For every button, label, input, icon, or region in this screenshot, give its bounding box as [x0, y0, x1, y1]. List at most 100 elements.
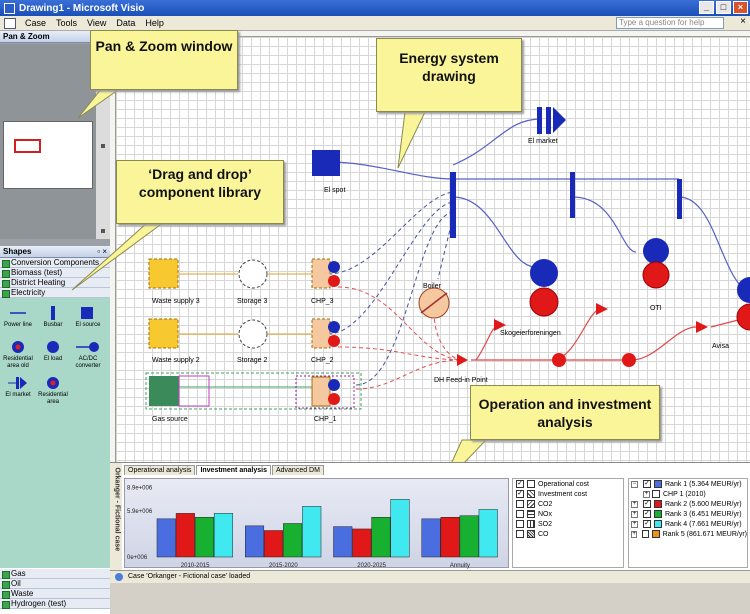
- shapes-pane-controls[interactable]: ▫ ×: [97, 247, 107, 256]
- skogeier-heat-arrow: [494, 319, 506, 331]
- close-document-icon[interactable]: ×: [740, 16, 746, 27]
- menu-view[interactable]: View: [87, 18, 107, 28]
- bar-3-2020-2025: [371, 517, 391, 558]
- bar-2-2010-2015: [175, 513, 195, 558]
- chp2-el-dash: [327, 201, 454, 335]
- close-button[interactable]: ×: [733, 1, 748, 14]
- expand-icon[interactable]: +: [631, 520, 638, 528]
- legend-swatch: [654, 510, 662, 518]
- pan-zoom-window[interactable]: [0, 44, 96, 239]
- shape-power-line[interactable]: Power line: [3, 306, 33, 329]
- stencil-gas[interactable]: Gas: [0, 569, 110, 579]
- rank-1-row[interactable]: −✓Rank 1 (5.364 MEUR/yr): [631, 480, 742, 488]
- checkbox[interactable]: ✓: [643, 500, 651, 508]
- line-to-skogeier: [452, 196, 537, 268]
- expand-icon[interactable]: +: [643, 490, 650, 498]
- shape-el-load[interactable]: El load: [38, 340, 68, 363]
- checkbox[interactable]: [516, 530, 524, 538]
- tab-advanced-dm[interactable]: Advanced DM: [271, 465, 324, 475]
- rank-2-row[interactable]: +✓Rank 2 (5.600 MEUR/yr): [631, 500, 742, 508]
- checkbox[interactable]: ✓: [643, 520, 651, 528]
- checkbox[interactable]: [516, 510, 524, 518]
- menu-bar: Case Tools View Data Help Type a questio…: [0, 16, 750, 31]
- legend-operational-cost[interactable]: ✓Operational cost: [516, 480, 589, 488]
- y-tick-label: 8.9e+006: [127, 486, 153, 492]
- checkbox[interactable]: ✓: [643, 510, 651, 518]
- label-boiler: Boiler: [423, 283, 441, 290]
- x-tick-label: 2015-2020: [269, 563, 298, 569]
- shape-el-source[interactable]: El source: [73, 306, 103, 329]
- maximize-button[interactable]: □: [716, 1, 731, 14]
- tab-operational-analysis[interactable]: Operational analysis: [124, 465, 196, 475]
- checkbox[interactable]: ✓: [643, 480, 651, 488]
- case-side-label: Orkanger - Fictional case: [110, 463, 122, 571]
- shapes-pane: Shapes ▫ × Conversion Components Biomass…: [0, 246, 110, 614]
- stencil-hydrogen[interactable]: Hydrogen (test): [0, 599, 110, 609]
- power-line-icon: [3, 306, 33, 320]
- legend-swatch: [527, 530, 535, 538]
- analysis-panel: Orkanger - Fictional case Operational an…: [110, 462, 750, 571]
- stencil-waste[interactable]: Waste: [0, 589, 110, 599]
- stencil-conversion[interactable]: Conversion Components: [0, 258, 110, 268]
- expand-icon[interactable]: +: [631, 500, 638, 508]
- el-source-icon: [73, 306, 103, 320]
- bar-4-2015-2020: [302, 506, 322, 558]
- stencil-oil[interactable]: Oil: [0, 579, 110, 589]
- shape-residential-area[interactable]: Residential area: [38, 376, 68, 406]
- shape-residential-old[interactable]: Residential area old: [3, 340, 33, 370]
- label-oti: OTI: [650, 305, 662, 312]
- tab-investment-analysis[interactable]: Investment analysis: [196, 465, 271, 475]
- stencil-district-heating[interactable]: District Heating: [0, 278, 110, 288]
- el-spot-node: [312, 150, 340, 176]
- legend-swatch: [652, 490, 660, 498]
- rank-5-row[interactable]: +Rank 5 (861.671 MEUR/yr): [631, 530, 747, 538]
- zoom-thumb[interactable]: [101, 144, 105, 148]
- shape-acdc-converter[interactable]: AC/DC converter: [73, 340, 103, 370]
- checkbox[interactable]: ✓: [516, 490, 524, 498]
- zoom-out-icon[interactable]: [101, 229, 105, 233]
- storage-2-node: [238, 319, 268, 349]
- status-bar: Case 'Orkanger - Fictional case' loaded: [110, 570, 750, 583]
- checkbox[interactable]: [642, 530, 650, 538]
- bar-2-annuity: [440, 517, 460, 558]
- checkbox[interactable]: [516, 520, 524, 528]
- legend-co[interactable]: CO: [513, 529, 623, 539]
- el-load-icon: [38, 340, 68, 354]
- label-chp-1: CHP_1: [314, 416, 337, 423]
- shape-el-market[interactable]: El market: [3, 376, 33, 399]
- expand-icon[interactable]: +: [631, 530, 638, 538]
- help-search-input[interactable]: Type a question for help: [616, 17, 724, 29]
- menu-case[interactable]: Case: [25, 18, 47, 28]
- menu-help[interactable]: Help: [145, 18, 164, 28]
- menu-data[interactable]: Data: [116, 18, 136, 28]
- expand-icon[interactable]: +: [631, 510, 638, 518]
- chp1-row[interactable]: +CHP 1 (2010): [643, 490, 706, 498]
- y-tick-label: 5.9e+006: [127, 509, 153, 515]
- checkbox[interactable]: ✓: [516, 480, 524, 488]
- label-chp-2: CHP_2: [311, 357, 334, 364]
- legend-nox[interactable]: NOx: [513, 509, 623, 519]
- collapse-icon[interactable]: −: [631, 480, 638, 488]
- document-icon: [4, 17, 16, 29]
- view-frame[interactable]: [14, 139, 41, 153]
- x-tick-label: Annuity: [450, 563, 470, 569]
- stencil-biomass[interactable]: Biomass (test): [0, 268, 110, 278]
- busbar-3: [677, 179, 682, 219]
- label-storage-3: Storage 3: [237, 298, 268, 305]
- shape-busbar[interactable]: Busbar: [38, 306, 68, 329]
- minimize-button[interactable]: _: [699, 1, 714, 14]
- pan-zoom-thumbnail[interactable]: [3, 121, 93, 189]
- stencil-electricity[interactable]: Electricity: [0, 288, 110, 298]
- legend-co2[interactable]: CO2: [513, 499, 623, 509]
- x-tick-label: 2010-2015: [181, 563, 210, 569]
- rank-4-row[interactable]: +✓Rank 4 (7.661 MEUR/yr): [631, 520, 742, 528]
- waste-supply-2-node: [148, 318, 179, 349]
- legend-investment-cost[interactable]: ✓Investment cost: [516, 490, 588, 498]
- legend-swatch: [527, 480, 535, 488]
- legend-so2[interactable]: SO2: [513, 519, 623, 529]
- menu-tools[interactable]: Tools: [56, 18, 78, 28]
- checkbox[interactable]: [516, 500, 524, 508]
- label-chp-3: CHP_3: [311, 298, 334, 305]
- rank-3-row[interactable]: +✓Rank 3 (6.451 MEUR/yr): [631, 510, 742, 518]
